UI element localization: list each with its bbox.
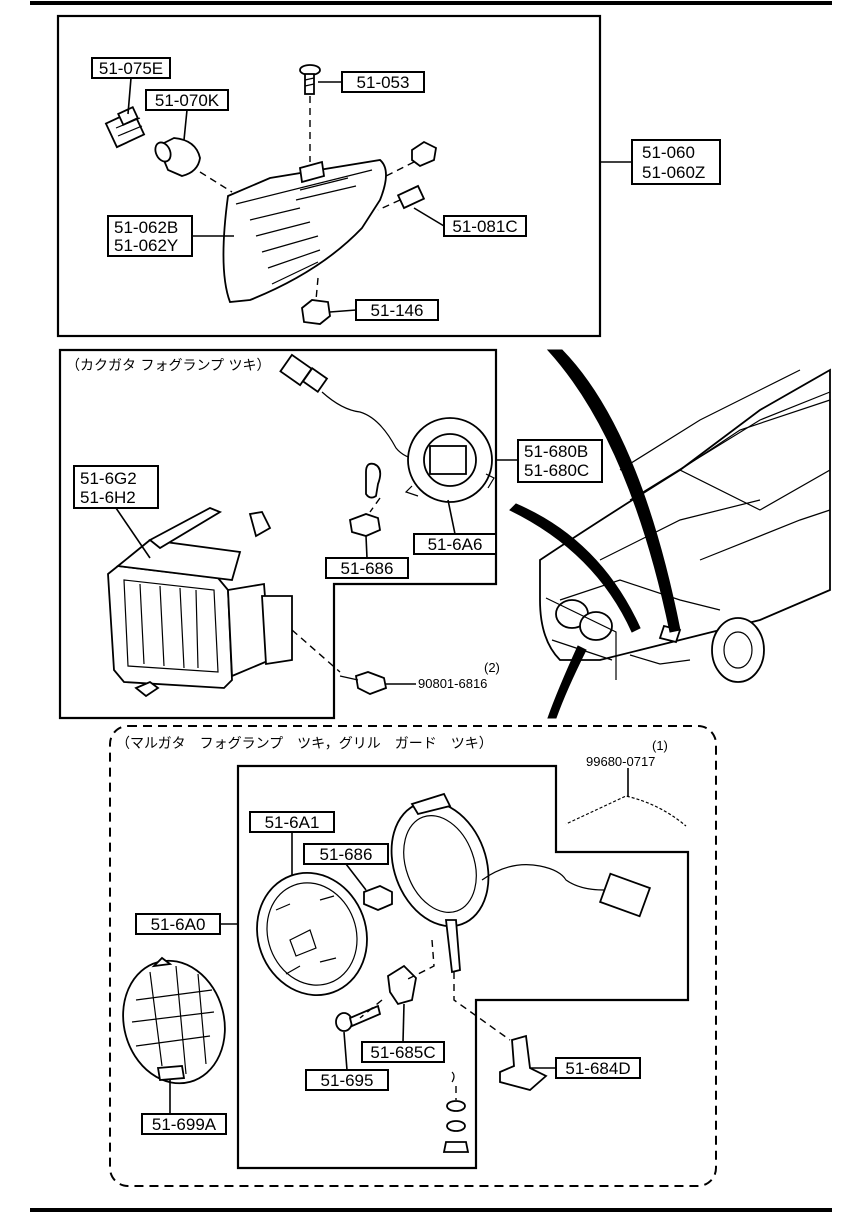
round-lamp-lens-part	[256, 871, 368, 997]
washer-nut-parts	[442, 1071, 470, 1153]
dash-line	[369, 497, 381, 513]
dash-line	[291, 629, 341, 673]
label-51-060Z: 51-060Z	[642, 163, 705, 182]
label-51-699A: 51-699A	[152, 1115, 217, 1134]
label-51-6A6: 51-6A6	[428, 535, 483, 554]
dash-line	[453, 972, 511, 1041]
label-51-685C: 51-685C	[370, 1043, 435, 1062]
section-round-fog-frame	[109, 725, 717, 1187]
side-lamp-housing-part	[222, 159, 387, 303]
bolt-part	[339, 671, 388, 695]
vehicle-illustration	[539, 368, 831, 683]
qty-2: (2)	[484, 660, 500, 675]
label-51-070K: 51-070K	[155, 91, 220, 110]
label-51-062B: 51-062B	[114, 218, 178, 237]
round-lamp-housing-part	[390, 792, 652, 974]
label-51-686-b: 51-686	[320, 845, 373, 864]
lamp-guard-cover-part	[122, 956, 226, 1085]
dash-line	[405, 939, 435, 981]
screw-part	[299, 64, 321, 95]
arrow-to-round-fog	[547, 645, 587, 719]
dash-line	[359, 999, 383, 1019]
label-51-686-a: 51-686	[341, 559, 394, 578]
section-square-fog-frame	[58, 348, 498, 720]
label-51-6A1: 51-6A1	[265, 813, 320, 832]
harness-part	[279, 353, 421, 461]
qty-1: (1)	[652, 738, 668, 753]
bracket-part	[499, 1034, 548, 1091]
arrow-to-side-lamp	[546, 349, 681, 633]
harness-corrugated-part	[565, 793, 688, 828]
label-51-053: 51-053	[357, 73, 410, 92]
nut-part	[411, 140, 437, 168]
hook-clip-part	[365, 462, 382, 499]
dash-line	[381, 161, 415, 179]
label-51-6A0: 51-6A0	[151, 915, 206, 934]
dash-line	[377, 199, 401, 211]
dash-line	[315, 277, 319, 301]
bulb-part	[154, 137, 201, 177]
label-51-6H2: 51-6H2	[80, 488, 136, 507]
label-51-684D: 51-684D	[565, 1059, 630, 1078]
note-square-fog: （カクガタ フォグランプ ツキ）	[66, 358, 270, 374]
clamp-part	[387, 964, 417, 1006]
round-screw-part	[335, 1004, 382, 1032]
small-bulb-part	[348, 513, 382, 537]
round-fog-inner-frame	[236, 764, 690, 1170]
round-small-bulb-part	[363, 885, 393, 911]
note-round-fog: （マルガタ フォグランプ ツキ，グリル ガード ツキ）	[116, 736, 493, 752]
label-51-680C: 51-680C	[524, 461, 589, 480]
arrow-to-fog-lamp	[509, 503, 641, 633]
dash-line	[199, 171, 233, 193]
label-51-081C: 51-081C	[452, 217, 517, 236]
square-fog-lamp-part	[107, 507, 293, 698]
label-51-060: 51-060	[642, 143, 695, 162]
label-51-075E: 51-075E	[99, 59, 163, 78]
label-51-146: 51-146	[371, 301, 424, 320]
label-51-062Y: 51-062Y	[114, 236, 178, 255]
clip-part	[301, 299, 331, 325]
socket-ring-part	[404, 417, 495, 503]
label-51-680B: 51-680B	[524, 442, 588, 461]
section-side-lamp-frame	[56, 14, 602, 338]
socket-081C-part	[396, 184, 426, 210]
bulb-socket-part	[104, 105, 146, 149]
label-51-695: 51-695	[321, 1071, 374, 1090]
label-90801-6816: 90801-6816	[418, 676, 487, 691]
label-51-6G2: 51-6G2	[80, 469, 137, 488]
label-99680-0717: 99680-0717	[586, 754, 655, 769]
